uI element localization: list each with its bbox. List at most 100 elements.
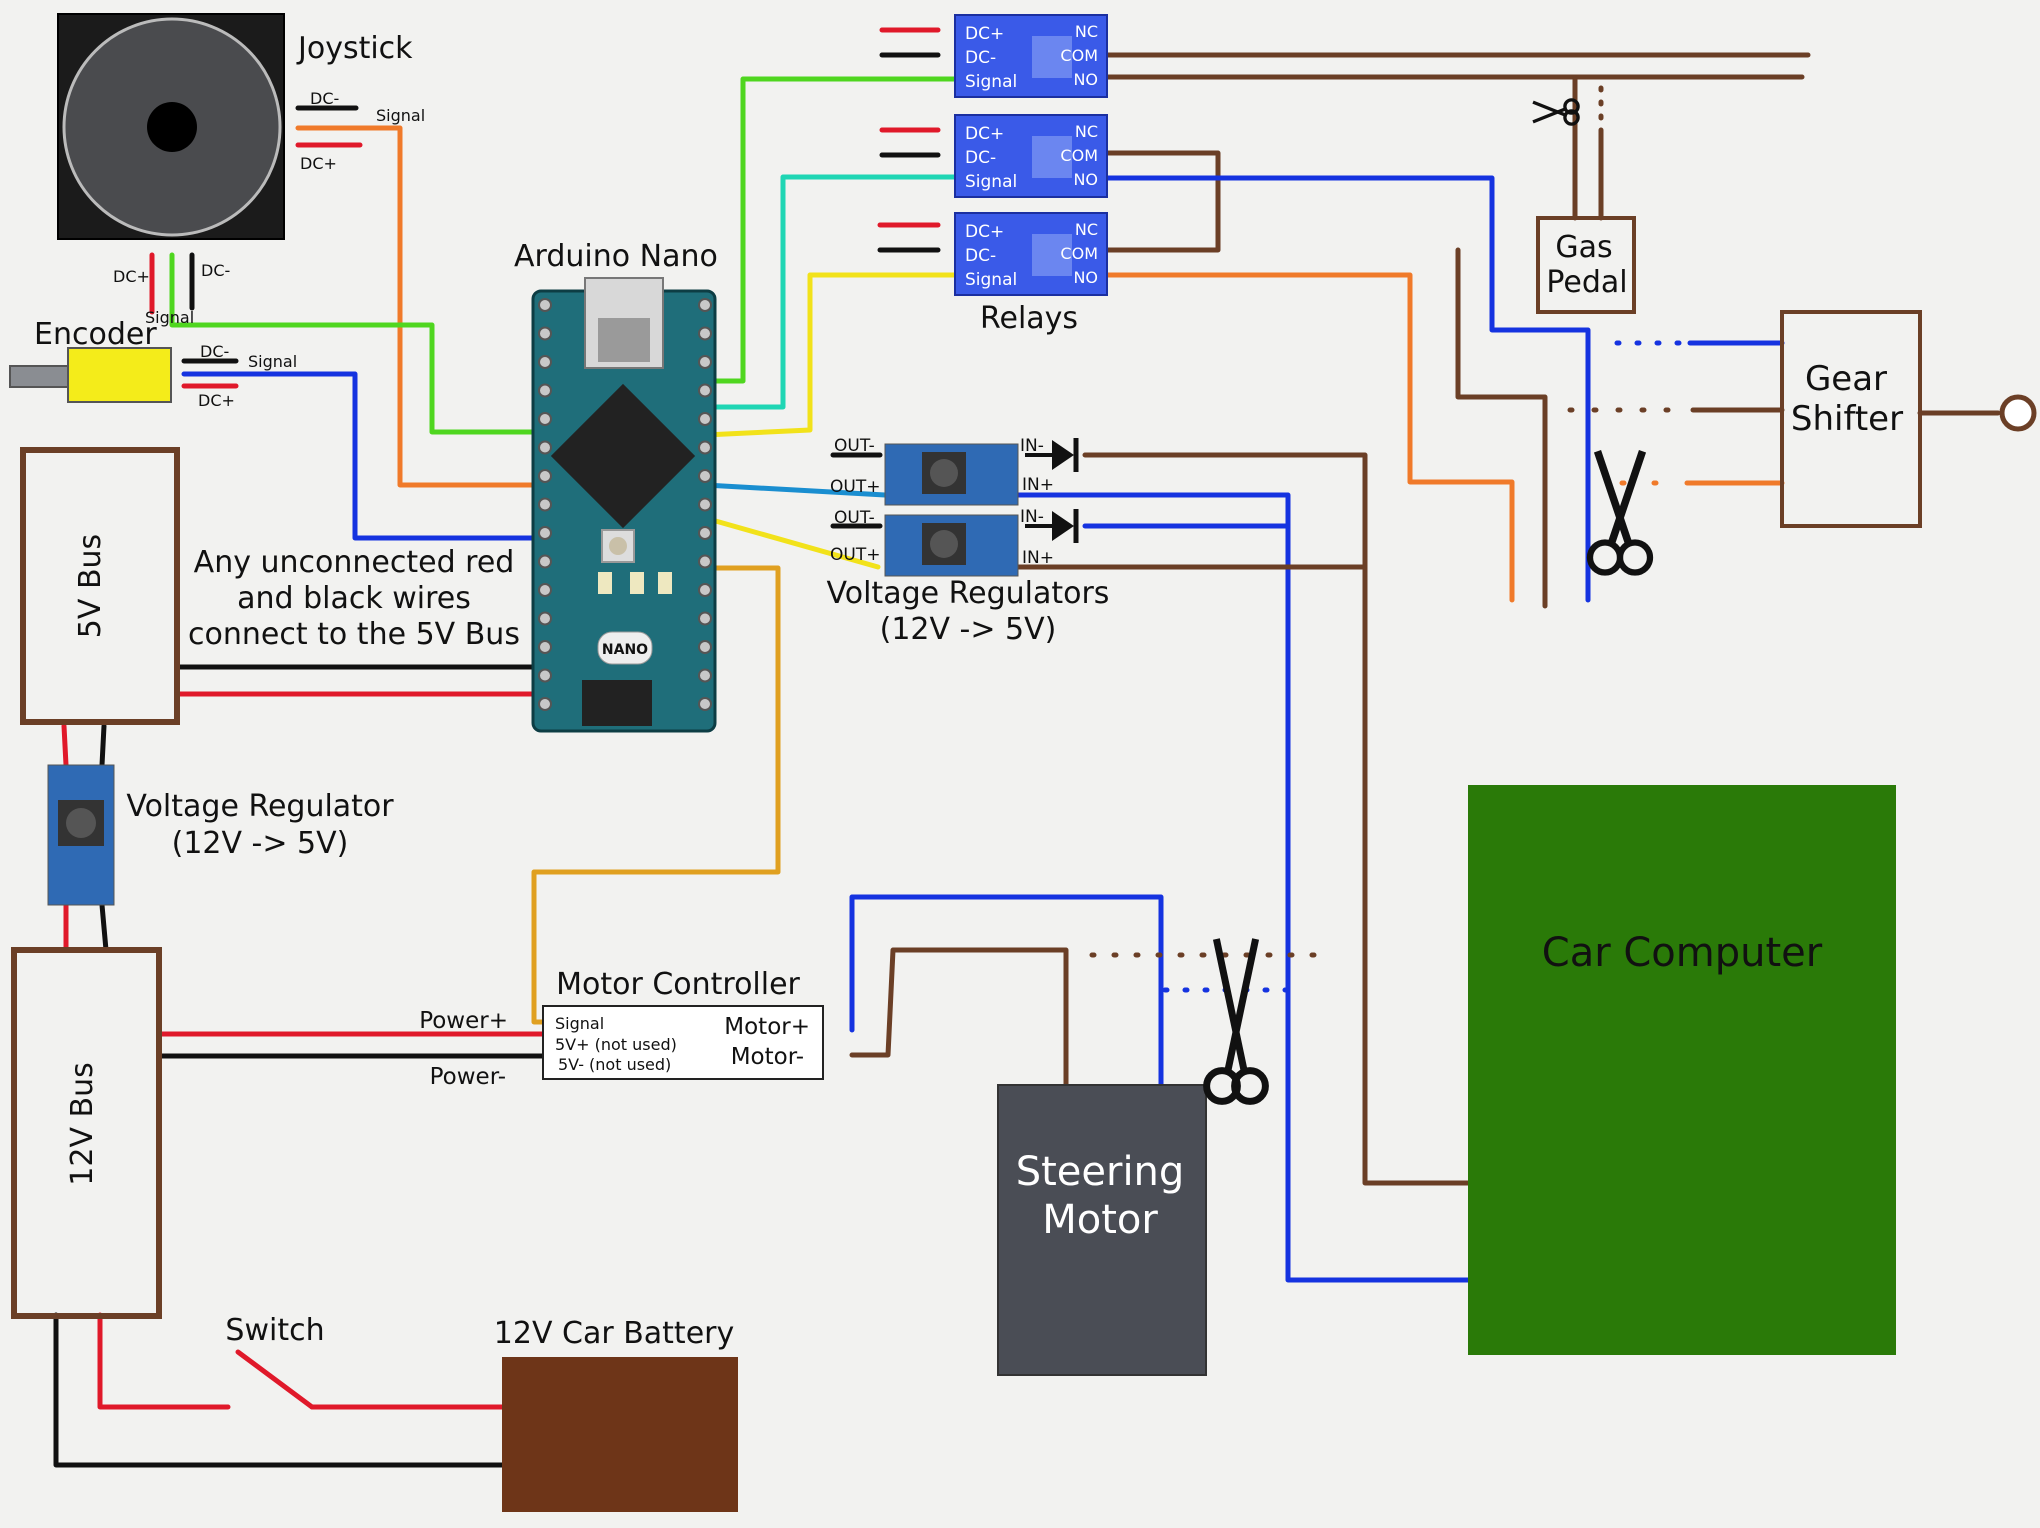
joystick-signal-label: Signal [376,106,425,125]
steering-motor-line2: Motor [1042,1197,1158,1243]
arduino-pin [698,554,712,569]
joystick-bottom-signal-wire [169,252,548,435]
mc-signal-label: Signal [555,1014,604,1033]
bus12v-to-switch-wire [97,1312,231,1410]
arduino-pin [538,583,552,597]
regulator1-out-minus: OUT- [834,436,875,456]
joystick-title: Joystick [296,31,413,66]
arduino-pin [538,497,552,512]
arduino-pin [698,697,712,711]
arduino-pin [698,611,712,626]
encoder-body [67,347,172,403]
arduino-pin [698,412,712,426]
arduino-pin [698,355,712,369]
switch: Switch [225,1313,324,1348]
relay-2-pin-right-2: COM [1060,146,1098,165]
scissors-icon [1586,450,1654,576]
relay-1-coil [1032,36,1072,78]
arduino-pin [538,469,552,483]
note-line2: and black wires [237,581,471,616]
joystick-dc-plus-label: DC+ [300,154,337,173]
arduino-pin [698,668,712,683]
led-on [598,572,612,594]
arduino-pin [538,412,552,426]
relay3-signal-wire [702,272,958,438]
relay-2-pin-right-1: NC [1075,122,1098,141]
battery-label: 12V Car Battery [494,1316,734,1351]
bus-12v: 12V Bus [11,947,162,1319]
regulator-single-line1: Voltage Regulator [126,789,394,824]
relay3-no-wire [1105,272,1515,603]
relay-3-pin-left-2: DC- [965,246,996,266]
icsp-header [582,680,652,726]
voltage-regulator-single: Voltage Regulator (12V -> 5V) [47,764,394,906]
regulator1-in-minus-wire [1082,452,1478,1186]
regulator2-in-plus: IN+ [1022,548,1054,568]
gear-shifter-line2: Shifter [1791,399,1903,439]
arduino-pin [538,697,552,711]
arduino-right-pins [698,298,712,711]
car-computer: Car Computer [1468,785,1896,1355]
arduino-title: Arduino Nano [514,239,718,274]
mc-motor-minus-label: Motor- [731,1044,804,1070]
relay-2-pin-left-2: DC- [965,148,996,168]
relay-3-pin-left-1: DC+ [965,222,1004,242]
relay-3-pin-right-3: NO [1073,268,1098,287]
relay-1-pin-right-3: NO [1073,70,1098,89]
relays: Relays DC+DC-SignalNCCOMNODC+DC-SignalNC… [954,14,1108,336]
arduino-pin [538,326,552,341]
motor-minus-wire [849,947,1069,1088]
relay1-signal-wire [702,76,958,384]
relay-com-to-shifter-wire [1455,247,1548,609]
note: Any unconnected red and black wires conn… [188,545,520,652]
battery: 12V Car Battery [494,1316,738,1512]
gas-pedal-box [1536,216,1636,314]
arduino-pin [698,469,712,483]
arduino-pin [538,640,552,654]
relay2-relay3-com-wire [1105,150,1221,253]
steering-motor-body [997,1084,1207,1376]
relay-1-pin-left-3: Signal [965,72,1017,92]
battery-body [502,1357,738,1512]
arduino-to-motor-controller-wire [531,565,781,1025]
note-line3: connect to the 5V Bus [188,617,520,652]
arduino-pin [698,497,712,512]
mc-5v-plus-label: 5V+ (not used) [555,1035,677,1054]
reset-button-cap [609,537,627,555]
relay-1-pin-left-1: DC+ [965,24,1004,44]
relay-2-board [954,114,1108,198]
regulator1-in-plus-wire [1005,492,1478,1283]
encoder-dc-plus-label: DC+ [113,267,150,286]
gear-shifter-line1: Gear [1805,359,1887,399]
bus5v-box [20,447,180,725]
arduino-to-regulator1-wire [702,482,888,498]
arduino-pin [538,668,552,683]
encoder-dc-minus-right-label: DC- [200,342,229,361]
motor-plus-wire [849,894,1164,1088]
joystick-signal-wire [295,125,548,488]
microcontroller-chip [550,383,696,529]
encoder: Encoder DC+ DC- Signal DC- Signal DC+ [9,261,297,410]
arduino-pin [698,526,712,540]
encoder-dc-plus-right-label: DC+ [198,391,235,410]
encoder-signal-label: Signal [145,308,194,327]
arduino-left-pins [538,298,552,711]
arduino-pin [698,640,712,654]
gear-shifter: Gear Shifter [1780,310,2037,528]
bus5v-label: 5V Bus [73,534,108,638]
encoder-signal-right-label: Signal [248,352,297,371]
motor-controller-title: Motor Controller [556,967,800,1002]
nano-badge: NANO [602,642,648,658]
bus5v-to-regulator-red [61,723,69,768]
relay-3-pin-left-3: Signal [965,270,1017,290]
arduino-pin [698,583,712,597]
regulator1-in-minus: IN- [1020,436,1044,456]
steering-motor-line1: Steering [1016,1149,1185,1195]
led-tx [658,572,672,594]
relay-3-coil [1032,234,1072,276]
joystick-dc-minus-label: DC- [310,89,339,108]
regulator-single-coil [66,808,96,838]
relay2-no-wire [1105,175,1591,603]
arduino-pin [698,298,712,312]
